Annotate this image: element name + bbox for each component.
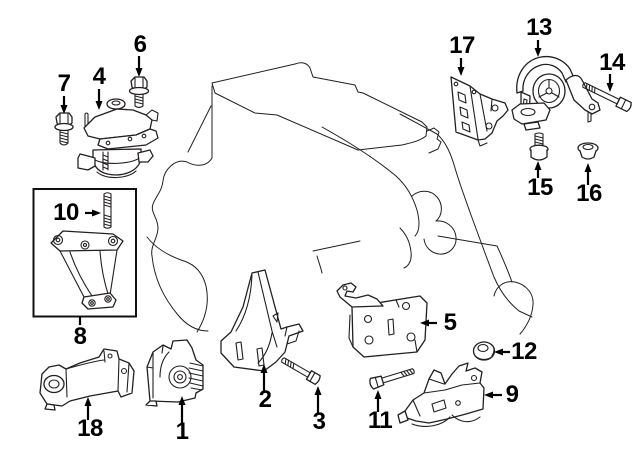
callout-label-15: 15 bbox=[527, 174, 553, 201]
part-drawing-14-bolt bbox=[582, 82, 632, 113]
callout-13-arrow bbox=[534, 40, 542, 57]
callout-15-arrow bbox=[534, 161, 542, 178]
part-drawing-1-engine-mount bbox=[145, 339, 204, 407]
callout-14-arrow bbox=[606, 74, 614, 92]
callout-7-arrow bbox=[60, 96, 68, 114]
callout-3-arrow bbox=[314, 386, 322, 413]
callout-label-14: 14 bbox=[599, 49, 625, 76]
callout-label-3: 3 bbox=[312, 408, 326, 435]
part-drawing-17-bracket bbox=[450, 76, 509, 147]
callout-9-arrow bbox=[484, 391, 502, 399]
part-drawing-6-bolt bbox=[128, 76, 150, 109]
part-8-group-box bbox=[32, 188, 137, 318]
callout-label-1: 1 bbox=[175, 418, 189, 445]
callout-label-16: 16 bbox=[576, 180, 602, 207]
callout-label-7: 7 bbox=[57, 70, 71, 97]
part-drawing-2-bracket bbox=[220, 269, 304, 372]
part-drawing-7-bolt bbox=[54, 112, 74, 146]
callout-label-8: 8 bbox=[73, 323, 87, 350]
callout-16-arrow bbox=[584, 163, 592, 185]
part-drawing-13-transmission-mount bbox=[511, 55, 601, 131]
callout-1-arrow bbox=[178, 396, 186, 424]
part-drawing-12-grommet bbox=[472, 341, 496, 361]
part-drawing-4-engine-mount bbox=[77, 98, 159, 179]
callout-18-arrow bbox=[84, 397, 92, 420]
callout-2-arrow bbox=[260, 364, 268, 391]
part-drawing-10-stud bbox=[103, 192, 112, 229]
callout-5-arrow bbox=[420, 319, 437, 327]
callout-label-6: 6 bbox=[133, 31, 147, 58]
callout-label-12: 12 bbox=[511, 338, 537, 365]
part-drawing-18-bracket bbox=[39, 348, 135, 411]
part-drawing-11-bolt bbox=[369, 368, 415, 390]
callout-arrows bbox=[60, 40, 614, 424]
callout-17-arrow bbox=[457, 58, 465, 76]
part-drawing-16-grommet bbox=[577, 142, 599, 160]
part-drawing-3-bolt bbox=[281, 357, 321, 385]
callout-label-17: 17 bbox=[449, 32, 475, 59]
callout-label-2: 2 bbox=[258, 386, 272, 413]
callout-label-4: 4 bbox=[92, 63, 106, 90]
callout-6-arrow bbox=[135, 56, 143, 77]
callout-label-18: 18 bbox=[77, 415, 103, 442]
callout-4-arrow bbox=[95, 89, 103, 110]
part-drawing-15-bolt bbox=[529, 132, 549, 161]
callout-label-10: 10 bbox=[53, 199, 79, 226]
callout-10-arrow bbox=[85, 209, 101, 217]
callout-label-9: 9 bbox=[505, 381, 519, 408]
engine-outline-drawing bbox=[146, 62, 534, 335]
part-drawing-8-bracket bbox=[50, 230, 124, 310]
callout-label-5: 5 bbox=[443, 309, 457, 336]
callout-label-13: 13 bbox=[526, 14, 552, 41]
part-drawing-9-bracket bbox=[397, 362, 485, 427]
callout-11-arrow bbox=[374, 390, 382, 412]
callout-12-arrow bbox=[494, 348, 510, 356]
part-drawing-5-bracket bbox=[336, 282, 428, 358]
callout-label-11: 11 bbox=[367, 407, 393, 434]
